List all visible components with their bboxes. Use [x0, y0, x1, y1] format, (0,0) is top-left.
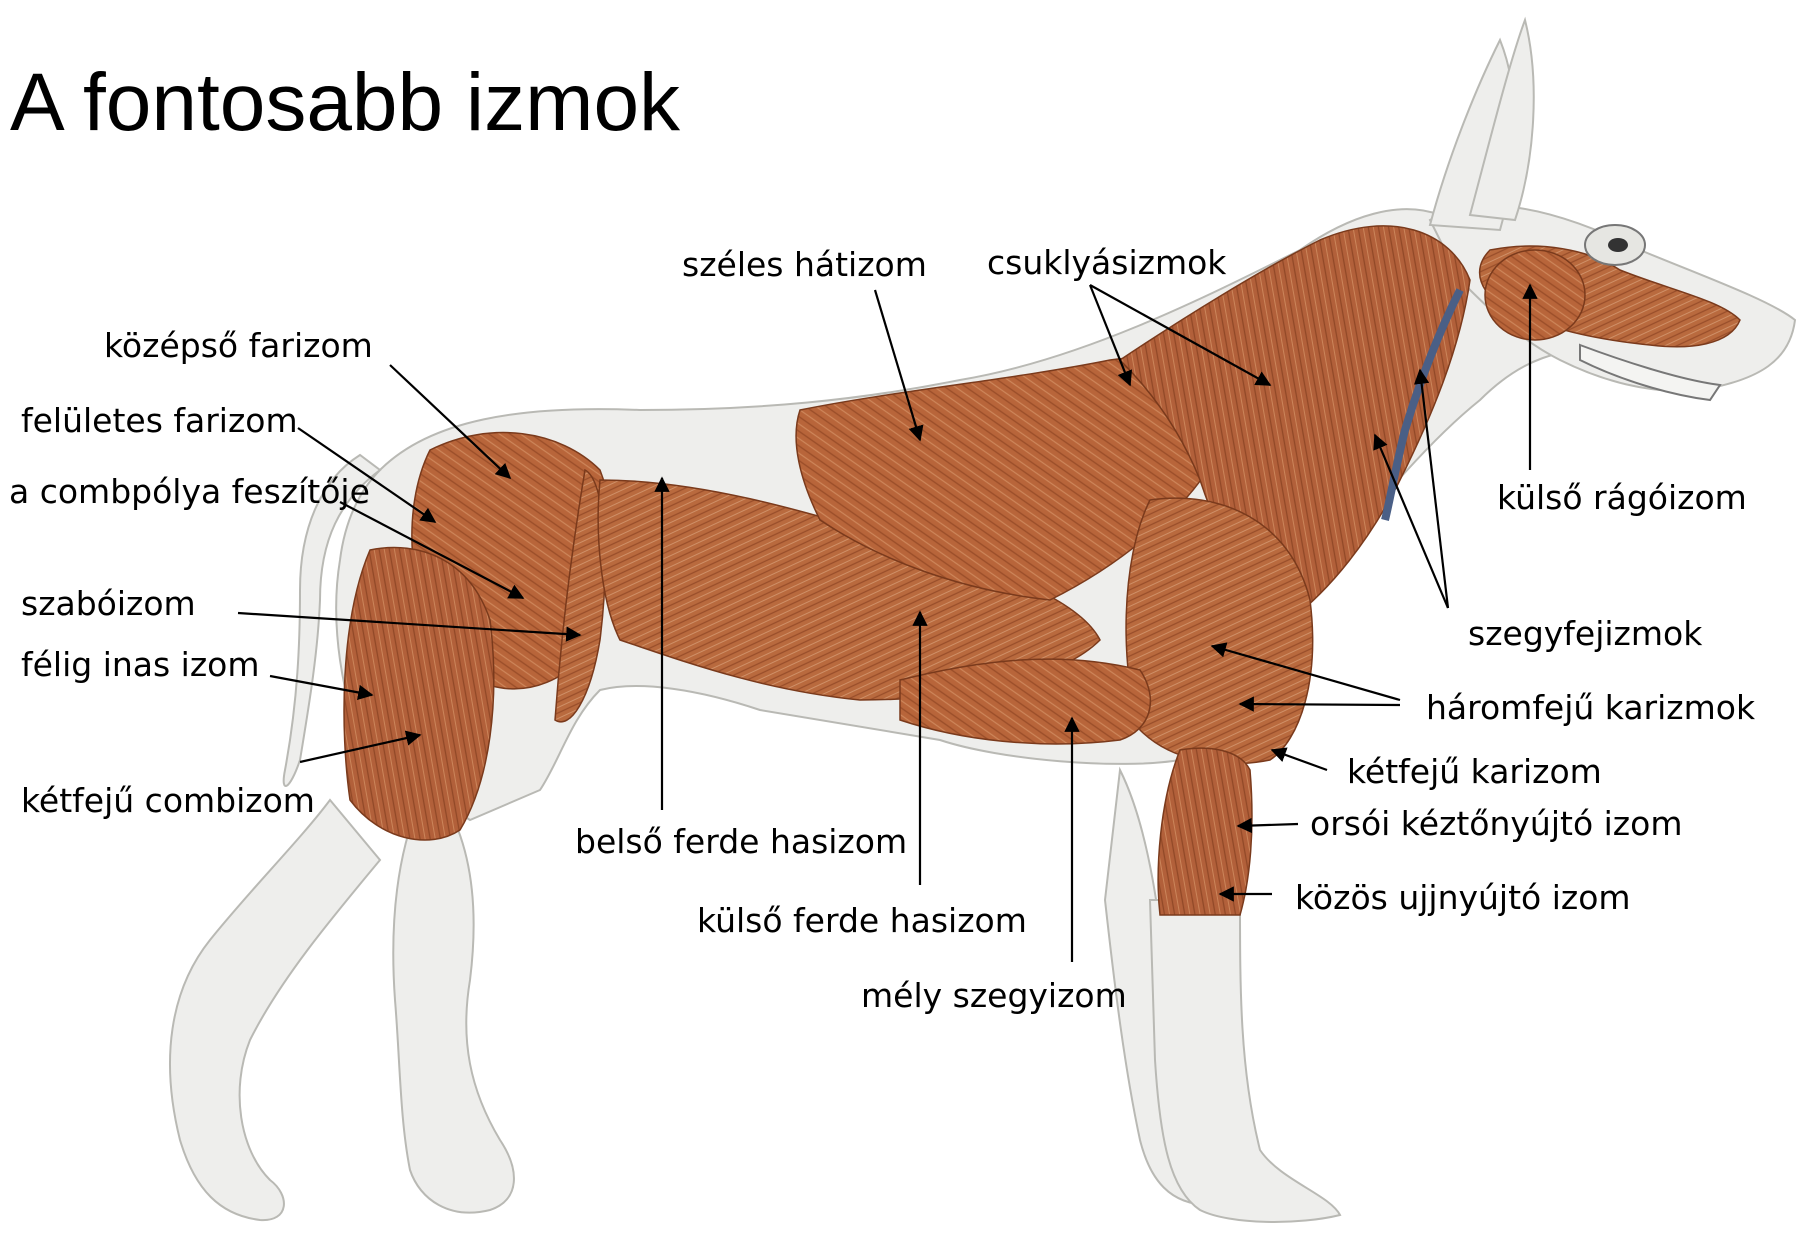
label-ketfeju-combizom: kétfejű combizom: [21, 784, 315, 817]
label-mely-szegyizom: mély szegyizom: [861, 979, 1127, 1012]
masseter-muscle: [1485, 250, 1585, 340]
label-szeles-hatizom: széles hátizom: [682, 248, 927, 281]
label-feluletes-farizom: felületes farizom: [21, 404, 298, 437]
forearm-muscles: [1158, 748, 1252, 915]
pectoral-band: [900, 659, 1150, 744]
label-ketfeju-karizom: kétfejű karizom: [1347, 755, 1602, 788]
label-felig-inas-izom: félig inas izom: [21, 648, 260, 681]
label-csuklyasizmok: csuklyásizmok: [987, 246, 1226, 279]
label-combpolya-feszitoje: a combpólya feszítője: [9, 475, 370, 508]
page-title: A fontosabb izmok: [10, 62, 680, 144]
label-szaboizom: szabóizom: [21, 587, 196, 620]
leader-ketfeju-karizom: [1272, 750, 1327, 770]
label-kozos-ujjnyujto-izom: közös ujjnyújtó izom: [1295, 881, 1631, 914]
label-szegyfejizmok: szegyfejizmok: [1468, 617, 1702, 650]
label-belso-ferde-hasizom: belső ferde hasizom: [575, 825, 907, 858]
label-orsoi-keztonyujto-izom: orsói kéztőnyújtó izom: [1310, 807, 1682, 840]
label-kulso-ferde-hasizom: külső ferde hasizom: [697, 904, 1027, 937]
leader-haromfeju-2: [1240, 704, 1400, 705]
label-kozepso-farizom: középső farizom: [104, 329, 373, 362]
label-haromfeju-karizmok: háromfejű karizmok: [1426, 691, 1755, 724]
label-kulso-ragoizom: külső rágóizom: [1497, 481, 1747, 514]
